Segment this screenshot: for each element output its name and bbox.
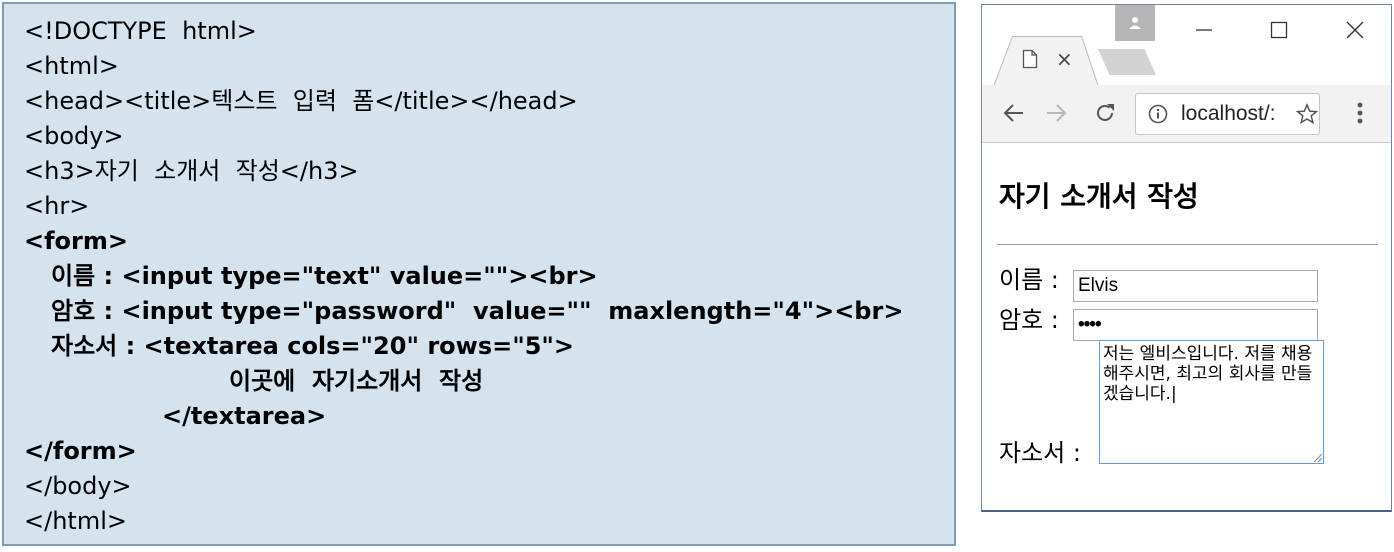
page-content: 자기 소개서 작성 이름 : 암호 : 저는 엘비스입니다. 저를 채용해주시면… <box>982 143 1391 510</box>
code-line-form-open: <form> <box>24 227 128 255</box>
page-icon <box>1022 49 1038 69</box>
close-window-button[interactable] <box>1340 15 1370 45</box>
code-line-name-input: 이름 : <input type="text" value=""><br> <box>51 262 598 290</box>
profile-icon <box>1129 17 1141 29</box>
star-icon[interactable] <box>1296 103 1318 125</box>
title-bar: × <box>982 5 1391 87</box>
code-line-form-close: </form> <box>24 437 137 465</box>
minimize-button[interactable] <box>1189 15 1219 45</box>
back-arrow-icon <box>1003 104 1023 122</box>
code-panel: <!DOCTYPE html> <html> <head><title>텍스트 … <box>2 2 956 546</box>
password-label: 암호 : <box>999 306 1059 334</box>
name-label: 이름 : <box>999 266 1059 294</box>
close-icon <box>1346 21 1364 39</box>
maximize-button[interactable] <box>1264 15 1294 45</box>
kebab-menu-icon[interactable] <box>1348 99 1372 127</box>
browser-tab[interactable] <box>994 37 1098 87</box>
code-line-h3: <h3>자기 소개서 작성</h3> <box>24 157 359 185</box>
reload-button[interactable] <box>1091 99 1119 127</box>
code-line-password-input: 암호 : <input type="password" value="" max… <box>51 297 904 325</box>
code-line-body-close: </body> <box>24 472 132 500</box>
minimize-icon <box>1196 29 1212 31</box>
code-line-html-open: <html> <box>24 52 119 80</box>
name-input[interactable] <box>1073 270 1318 302</box>
code-line-textarea-close: </textarea> <box>162 402 327 430</box>
intro-textarea[interactable]: 저는 엘비스입니다. 저를 채용해주시면, 최고의 회사를 만들겠습니다.| <box>1099 340 1324 464</box>
new-tab-button[interactable] <box>1098 49 1156 75</box>
code-line-head: <head><title>텍스트 입력 폼</title></head> <box>24 87 578 115</box>
code-line-html-close: </html> <box>24 507 127 535</box>
tab-close-button[interactable]: × <box>1056 47 1073 71</box>
page-heading: 자기 소개서 작성 <box>999 180 1199 213</box>
forward-arrow-icon <box>1047 104 1067 122</box>
back-button[interactable] <box>1000 99 1028 127</box>
forward-button[interactable] <box>1042 99 1070 127</box>
code-line-hr: <hr> <box>24 192 90 220</box>
info-icon <box>1148 104 1168 124</box>
code-line-doctype: <!DOCTYPE html> <box>24 17 257 45</box>
browser-toolbar: localhost/: <box>982 85 1391 143</box>
browser-window: × localhos <box>981 4 1392 512</box>
profile-button[interactable] <box>1115 5 1155 41</box>
code-line-textarea-content: 이곳에 자기소개서 작성 <box>229 367 484 395</box>
reload-icon <box>1097 104 1114 121</box>
address-bar[interactable]: localhost/: <box>1135 93 1320 135</box>
intro-label: 자소서 : <box>999 439 1081 467</box>
horizontal-rule <box>997 244 1378 245</box>
resize-grip-icon[interactable] <box>1311 451 1323 463</box>
maximize-icon <box>1270 21 1288 39</box>
password-input[interactable] <box>1073 309 1318 341</box>
code-line-textarea-open: 자소서 : <textarea cols="20" rows="5"> <box>51 332 575 360</box>
code-line-body-open: <body> <box>24 122 124 150</box>
url-text[interactable]: localhost/: <box>1181 102 1276 125</box>
